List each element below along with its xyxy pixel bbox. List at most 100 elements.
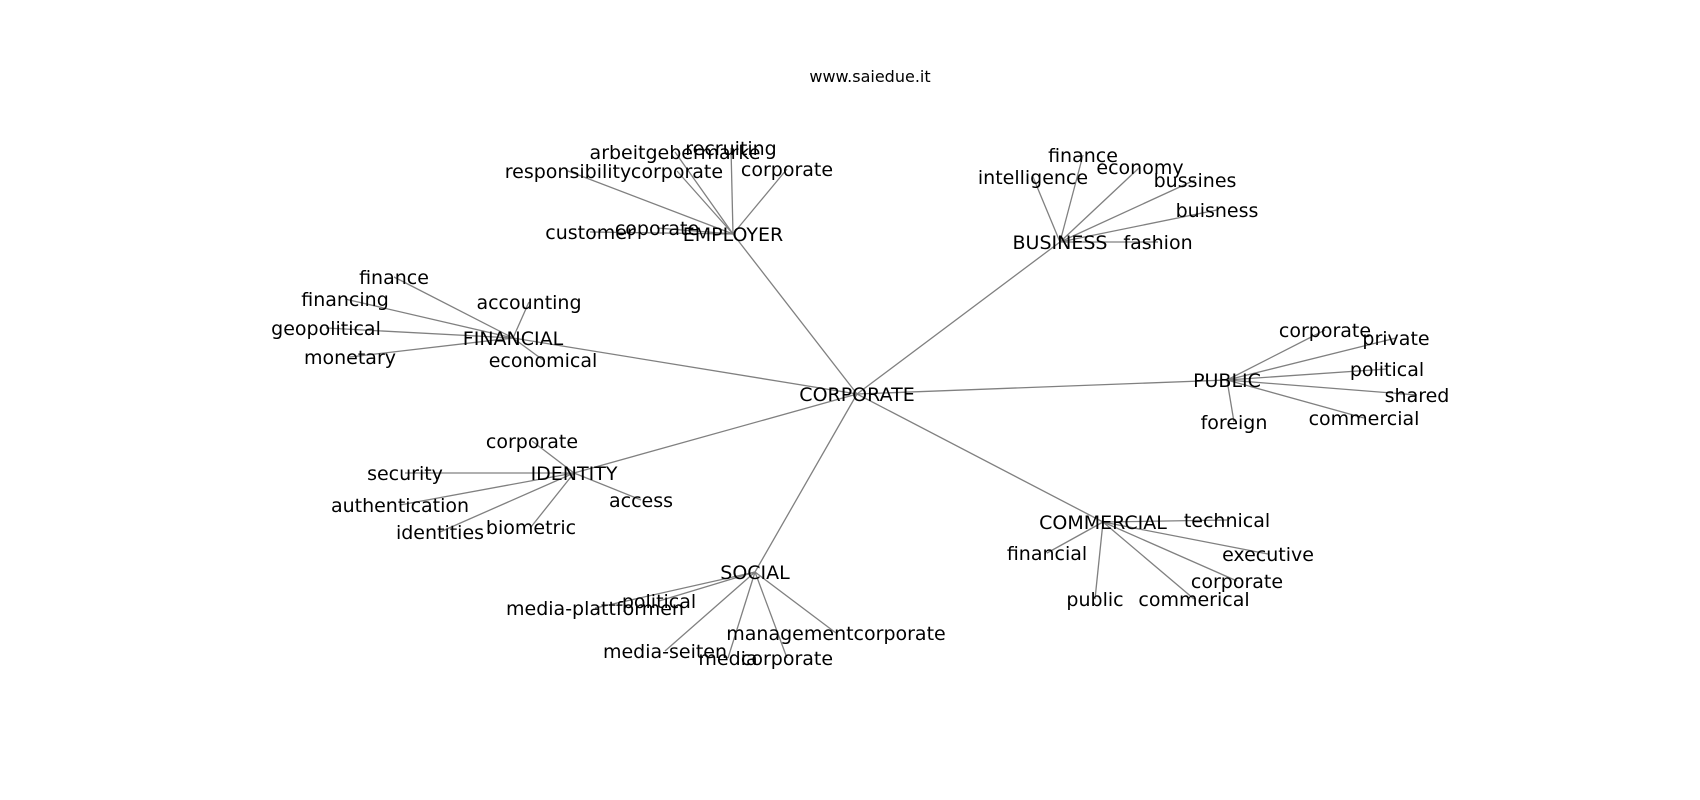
leaf-node-employer-coporate: coporate <box>615 218 699 240</box>
edge-identity-biometric <box>530 472 575 528</box>
leaf-node-business-intelligence: intelligence <box>978 167 1088 189</box>
edge-business-buisness <box>1059 209 1218 243</box>
leaf-node-social-media-plattformen: media-plattformen <box>506 598 684 620</box>
graph-labels: CORPORATE EMPLOYER arbeitgebermarkerecruit… <box>271 138 1449 670</box>
leaf-node-public-political: political <box>1350 359 1424 381</box>
leaf-node-employer-corporate: corporate <box>631 161 723 183</box>
edge-identity-corporate <box>531 440 575 474</box>
leaf-node-employer-responsibility: responsibility <box>505 161 631 183</box>
edge-financial-geopolitical <box>325 327 514 339</box>
hub-node-financial: FINANCIAL <box>463 328 564 350</box>
center-node-label: CORPORATE <box>799 384 914 406</box>
leaf-node-identity-authentication: authentication <box>331 495 469 517</box>
leaf-node-commercial-commerical: commerical <box>1138 589 1249 611</box>
leaf-node-public-commercial: commercial <box>1309 408 1420 430</box>
edge-employer-arbeitgebermarke <box>674 151 734 235</box>
leaf-node-commercial-executive: executive <box>1222 544 1314 566</box>
edge-business-economy <box>1059 166 1141 243</box>
edge-commercial-corporate <box>1102 521 1238 582</box>
edge-center-identity <box>573 393 858 474</box>
leaf-node-financial-monetary: monetary <box>304 347 396 369</box>
edge-public-corporate <box>1226 329 1326 381</box>
leaf-node-employer-arbeitgebermarke: arbeitgebermarke <box>590 142 761 164</box>
edge-public-foreign <box>1226 379 1235 423</box>
leaf-node-business-economy: economy <box>1096 157 1183 179</box>
edge-commercial-commerical <box>1102 521 1195 600</box>
leaf-node-commercial-technical: technical <box>1184 510 1270 532</box>
leaf-node-commercial-financial: financial <box>1007 543 1087 565</box>
edge-center-commercial <box>856 393 1104 523</box>
leaf-node-financial-finance: finance <box>359 267 429 289</box>
edge-business-intelligence <box>1032 176 1061 243</box>
hub-node-commercial: COMMERCIAL <box>1039 512 1167 534</box>
leaf-node-financial-accounting: accounting <box>476 292 581 314</box>
leaf-node-public-foreign: foreign <box>1201 412 1268 434</box>
edge-public-commercial <box>1226 379 1365 419</box>
edge-commercial-technical <box>1102 519 1228 523</box>
edge-commercial-financial <box>1046 521 1104 554</box>
leaf-node-employer-customer: customer <box>545 222 635 244</box>
edge-identity-access <box>573 472 642 501</box>
edge-identity-identities <box>439 472 575 533</box>
leaf-node-business-buisness: buisness <box>1176 200 1259 222</box>
leaf-node-social-corporate: corporate <box>741 648 833 670</box>
leaf-node-social-media-seiten: media-seiten <box>603 641 727 663</box>
edge-employer-responsibility <box>567 170 734 235</box>
edge-financial-accounting <box>512 301 530 339</box>
edge-employer-corporate <box>676 170 734 235</box>
edge-commercial-executive <box>1102 521 1269 555</box>
edge-financial-financing <box>344 298 514 339</box>
edge-business-finance <box>1059 154 1084 243</box>
leaf-node-commercial-public: public <box>1066 589 1123 611</box>
edge-employer-recruiting <box>730 147 734 235</box>
leaf-node-employer-corporate: corporate <box>741 159 833 181</box>
edge-employer-corporate <box>732 168 788 235</box>
leaf-node-social-managementcorporate: managementcorporate <box>726 623 945 645</box>
leaf-node-business-fashion: fashion <box>1123 232 1192 254</box>
leaf-node-public-shared: shared <box>1385 385 1450 407</box>
edge-center-employer <box>732 233 858 395</box>
edge-financial-monetary <box>349 337 514 358</box>
leaf-node-business-bussines: bussines <box>1154 170 1237 192</box>
leaf-node-commercial-corporate: corporate <box>1191 571 1283 593</box>
edge-center-business <box>856 241 1061 395</box>
leaf-node-identity-corporate: corporate <box>486 431 578 453</box>
edge-social-media <box>727 571 756 659</box>
leaf-node-identity-access: access <box>609 490 673 512</box>
leaf-node-identity-identities: identities <box>396 522 484 544</box>
leaf-node-identity-biometric: biometric <box>486 517 576 539</box>
edge-social-media-plattformen <box>594 571 756 609</box>
edge-public-shared <box>1226 379 1418 396</box>
edge-business-bussines <box>1059 179 1196 243</box>
leaf-node-social-political: political <box>622 591 696 613</box>
edge-social-managementcorporate <box>754 571 837 634</box>
edge-center-financial <box>512 337 858 395</box>
hub-node-business: BUSINESS <box>1013 232 1108 254</box>
leaf-node-employer-recruiting: recruiting <box>685 138 777 160</box>
leaf-node-financial-geopolitical: geopolitical <box>271 318 381 340</box>
leaf-node-business-finance: finance <box>1048 145 1118 167</box>
edge-public-political <box>1226 368 1388 381</box>
edge-social-corporate <box>754 571 788 659</box>
edge-public-private <box>1226 337 1397 381</box>
leaf-node-public-private: private <box>1362 328 1429 350</box>
hub-node-identity: IDENTITY <box>531 463 618 485</box>
leaf-node-public-corporate: corporate <box>1279 320 1371 342</box>
watermark-text: www.saiedue.it <box>809 67 930 86</box>
edge-social-media-seiten <box>664 571 756 652</box>
edge-center-public <box>856 379 1228 395</box>
edge-center-social <box>754 393 858 573</box>
edge-employer-customer <box>589 231 734 235</box>
edge-financial-economical <box>512 337 544 361</box>
edge-employer-coporate <box>656 227 734 235</box>
hub-node-social: SOCIAL <box>720 562 790 584</box>
edge-social-political <box>658 571 756 602</box>
hub-node-employer: EMPLOYER <box>683 224 784 246</box>
leaf-node-financial-economical: economical <box>489 350 598 372</box>
edge-identity-authentication <box>399 472 575 506</box>
leaf-node-financial-financing: financing <box>301 289 389 311</box>
leaf-node-social-media: media <box>698 648 757 670</box>
graph-edges <box>325 147 1418 659</box>
edge-commercial-public <box>1094 521 1104 600</box>
